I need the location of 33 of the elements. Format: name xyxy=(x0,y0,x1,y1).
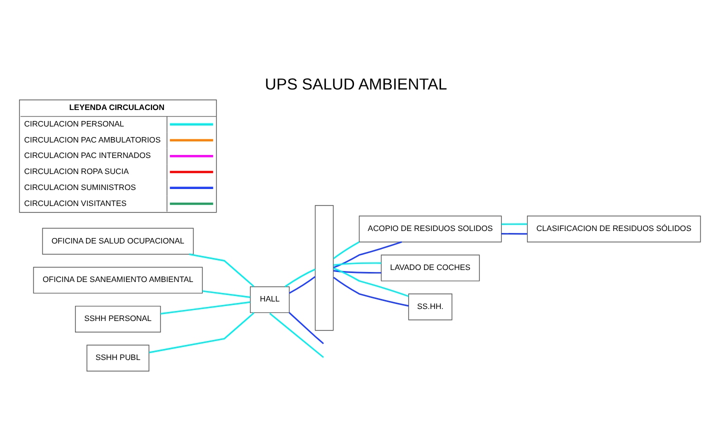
connector xyxy=(202,290,250,298)
legend-label: CIRCULACION PAC AMBULATORIOS xyxy=(24,134,161,144)
connector xyxy=(269,312,324,358)
legend-label: CIRCULACION PAC INTERNADOS xyxy=(24,150,151,160)
connector xyxy=(288,312,324,344)
node-box: OFICINA DE SANEAMIENTO AMBIENTAL xyxy=(33,266,203,294)
node-box: LAVADO DE COCHES xyxy=(380,254,480,281)
diagram-title: UPS SALUD AMBIENTAL xyxy=(264,76,448,93)
connector xyxy=(284,268,316,287)
legend-label: CIRCULACION VISITANTES xyxy=(24,198,127,208)
connector xyxy=(501,222,528,224)
connector xyxy=(333,240,360,259)
connector xyxy=(289,276,316,294)
node-box: ACOPIO DE RESIDUOS SOLIDOS xyxy=(358,215,502,242)
node-bar xyxy=(314,204,334,330)
legend-label: CIRCULACION ROPA SUCIA xyxy=(24,166,129,176)
node-box: SSHH PERSONAL xyxy=(75,305,161,332)
node-box: CLASIFICACION DE RESIDUOS SÓLIDOS xyxy=(526,215,701,242)
node-box: SSHH PUBL xyxy=(86,344,150,371)
connector xyxy=(189,253,254,287)
legend-label: CIRCULACION SUMINISTROS xyxy=(24,182,136,192)
label: LEYENDA CIRCULACION xyxy=(69,102,164,112)
connector xyxy=(501,232,528,234)
connector xyxy=(333,262,382,266)
node-box: SS.HH. xyxy=(408,293,452,320)
node-box: OFICINA DE SALUD OCUPACIONAL xyxy=(42,227,194,254)
node-box: HALL xyxy=(250,286,290,313)
connector xyxy=(333,267,409,296)
connector xyxy=(333,270,382,274)
connector xyxy=(333,276,409,306)
connector xyxy=(149,312,254,353)
connector xyxy=(160,300,250,314)
legend-label: CIRCULACION PERSONAL xyxy=(24,118,124,128)
